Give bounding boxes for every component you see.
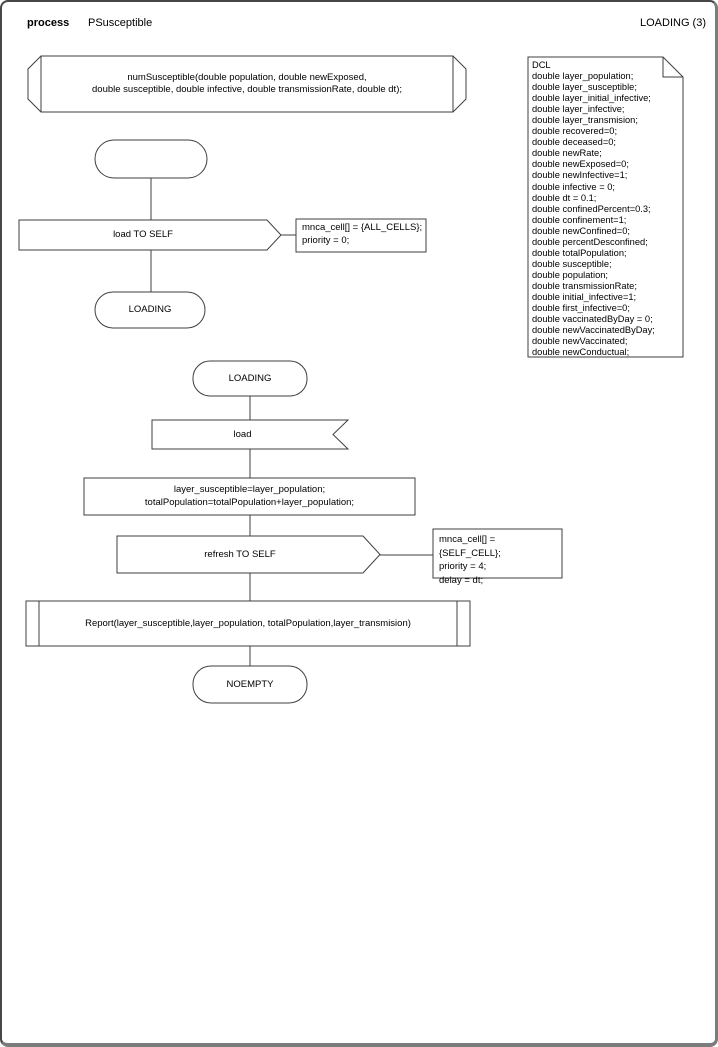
process-name-label: PSusceptible — [88, 17, 153, 29]
loading-end-label: LOADING — [128, 304, 172, 315]
receive-load-shape[interactable] — [151, 419, 350, 450]
loading-start-terminator-shape[interactable] — [192, 360, 308, 397]
receive-load-label: load — [233, 428, 252, 440]
noempty-terminator-shape[interactable] — [192, 665, 308, 704]
comment-all-cells-box[interactable] — [295, 218, 427, 253]
process-signature-right-cap — [452, 55, 467, 113]
page-label: LOADING (3) — [639, 17, 706, 29]
send-load-to-self-label: load TO SELF — [113, 229, 173, 240]
process-kind-label: process — [27, 17, 70, 29]
dcl-note-shape[interactable] — [527, 56, 684, 358]
loading-start-label: LOADING — [228, 372, 272, 384]
assignment-box[interactable] — [83, 477, 416, 516]
process-signature-left-cap — [27, 55, 42, 113]
assignment-text: layer_susceptible=layer_population; tota… — [144, 483, 355, 508]
comment-self-cell-text: mnca_cell[] = {SELF_CELL}; priority = 4;… — [439, 534, 501, 586]
dcl-note-fold — [662, 57, 683, 78]
start-terminator-shape[interactable] — [94, 139, 208, 179]
comment-all-cells-text: mnca_cell[] = {ALL_CELLS}; priority = 0; — [302, 222, 423, 246]
send-refresh-to-self-shape[interactable] — [116, 535, 381, 574]
report-subroutine-shape[interactable] — [25, 600, 471, 647]
process-signature-shape[interactable] — [40, 55, 454, 113]
loading-end-terminator-shape[interactable] — [94, 291, 206, 329]
send-load-to-self-shape[interactable] — [18, 219, 282, 251]
send-refresh-to-self-label: refresh TO SELF — [204, 548, 276, 560]
comment-self-cell-box[interactable] — [432, 528, 563, 579]
dcl-note-text: DCL double layer_population; double laye… — [532, 60, 655, 358]
report-label: Report(layer_susceptible,layer_populatio… — [85, 617, 411, 629]
process-signature-label: numSusceptible(double population, double… — [92, 71, 402, 96]
noempty-label: NOEMPTY — [226, 678, 274, 690]
